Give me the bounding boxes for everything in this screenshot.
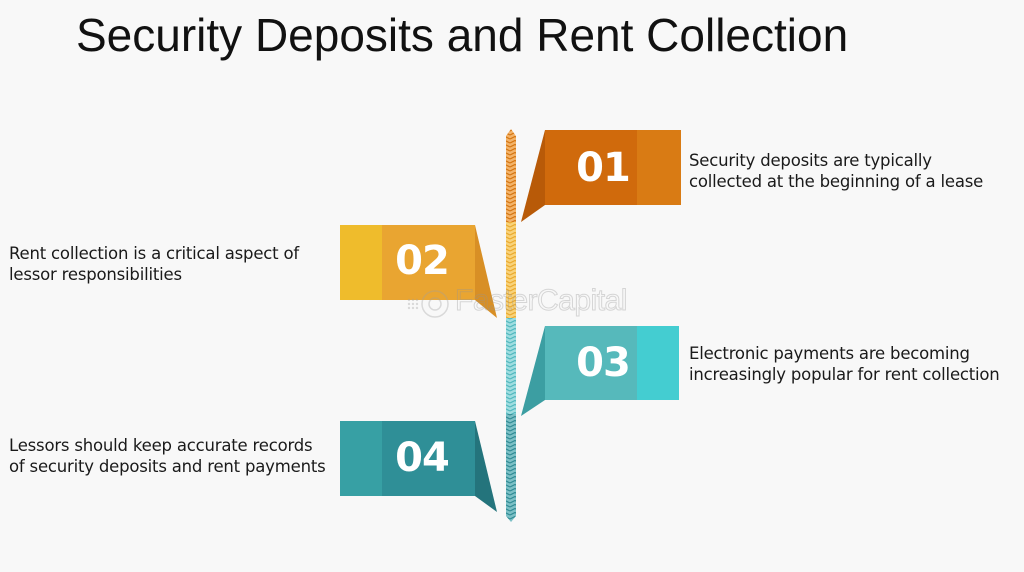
flag-01 [521,130,681,222]
page-title: Security Deposits and Rent Collection [76,9,849,61]
step-03-line-2: increasingly popular for rent collection [689,365,1000,384]
step-02-line-2: lessor responsibilities [9,265,182,284]
step-03-line-1: Electronic payments are becoming [689,344,970,363]
step-04-line-1: Lessors should keep accurate records [9,436,313,455]
step-04-description: Lessors should keep accurate records of … [9,435,326,477]
step-number-04: 04 [395,435,450,481]
timeline-bar [506,129,516,522]
step-02-description: Rent collection is a critical aspect of … [9,243,299,285]
watermark-gear-icon [407,290,449,318]
flag-02 [340,225,497,318]
step-number-01: 01 [576,145,631,191]
step-01-description: Security deposits are typically collecte… [689,150,983,192]
step-01-line-2: collected at the beginning of a lease [689,172,984,191]
step-number-03: 03 [576,340,631,386]
flag-04 [340,421,497,512]
step-01-line-1: Security deposits are typically [689,151,932,170]
flag-03 [521,326,679,416]
step-number-02: 02 [395,238,450,284]
step-03-description: Electronic payments are becoming increas… [689,343,1000,385]
step-04-line-2: of security deposits and rent payments [9,457,326,476]
step-02-line-1: Rent collection is a critical aspect of [9,244,299,263]
watermark-text: FasterCapital [455,284,628,318]
